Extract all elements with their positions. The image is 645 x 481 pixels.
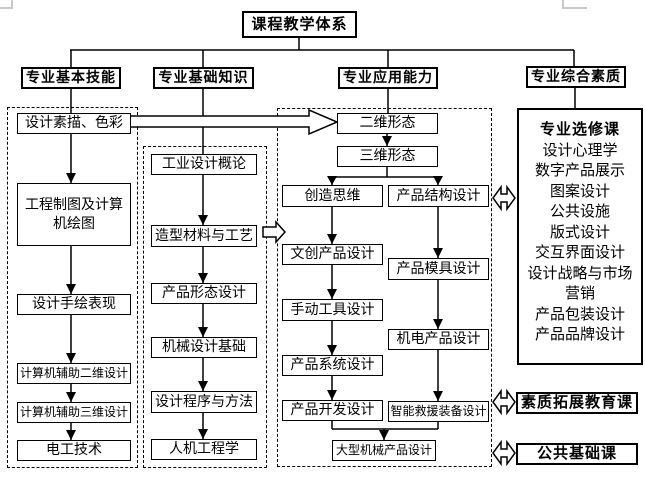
elective-item: 数字产品展示 xyxy=(534,161,625,179)
node-product-system-design: 产品系统设计 xyxy=(282,355,383,376)
node-cad-3d: 计算机辅助三维设计 xyxy=(17,402,131,423)
node-cad-2d: 计算机辅助二维设计 xyxy=(17,363,131,384)
node-hand-tool-design: 手动工具设计 xyxy=(282,299,383,321)
flow-arrow-knowledge-to-application xyxy=(262,220,287,244)
group-basic-skills-frame xyxy=(7,107,138,468)
elective-item: 图案设计 xyxy=(549,181,610,200)
elective-item: 产品包装设计 xyxy=(534,304,625,323)
crop-mark-top-right-h xyxy=(562,7,587,9)
node-mechatronic-product-design: 机电产品设计 xyxy=(388,329,489,350)
branch-basic-skills: 专业基本技能 xyxy=(21,67,121,89)
node-materials-craft: 造型材料与工艺 xyxy=(151,225,257,247)
node-3d-form: 三维形态 xyxy=(337,146,438,167)
elective-item: 公共设施 xyxy=(549,202,610,220)
node-2d-form: 二维形态 xyxy=(337,113,438,134)
node-cultural-product-design: 文创产品设计 xyxy=(282,244,383,265)
electives-panel: 专业选修课 设计心理学 数字产品展示 图案设计 公共设施 版式设计 交互界面设计… xyxy=(517,108,643,365)
node-quality-development-course: 素质拓展教育课 xyxy=(516,392,638,414)
tree-connectors xyxy=(70,38,576,154)
crop-mark-top-left-h xyxy=(0,7,13,9)
node-public-basic-course: 公共基础课 xyxy=(516,443,638,465)
elective-item: 交互界面设计 xyxy=(534,243,625,261)
group-application-frame xyxy=(277,108,492,467)
elective-item: 产品品牌设计 xyxy=(534,325,625,343)
node-electrical-tech: 电工技术 xyxy=(17,440,131,461)
node-product-structure-design: 产品结构设计 xyxy=(388,185,489,207)
branch-comprehensive-quality: 专业综合素质 xyxy=(526,66,626,88)
root-node: 课程教学体系 xyxy=(242,11,357,38)
node-design-process-method: 设计程序与方法 xyxy=(151,391,257,413)
crop-mark-top-right-v xyxy=(562,0,564,8)
node-engineering-drawing: 工程制图及计算机绘图 xyxy=(17,183,131,246)
node-creative-thinking: 创造思维 xyxy=(282,185,383,207)
crop-mark-top-left-v xyxy=(11,0,13,8)
node-ergonomics: 人机工程学 xyxy=(151,439,257,460)
node-sketch-color: 设计素描、色彩 xyxy=(17,113,131,134)
elective-item: 版式设计 xyxy=(549,222,610,241)
node-hand-drawing: 设计手绘表现 xyxy=(17,294,131,315)
node-industrial-design-intro: 工业设计概论 xyxy=(151,154,257,175)
node-intelligent-rescue-equipment-design: 智能救援装备设计 xyxy=(388,401,489,422)
elective-item: 设计战略与市场 xyxy=(527,263,633,282)
node-product-mold-design: 产品模具设计 xyxy=(388,258,489,280)
group-basic-knowledge-frame xyxy=(143,146,267,468)
node-large-machinery-product-design: 大型机械产品设计 xyxy=(332,440,436,461)
elective-item: 设计心理学 xyxy=(542,140,618,159)
exchange-arrow-electives xyxy=(492,184,516,212)
node-product-development-design: 产品开发设计 xyxy=(282,400,383,421)
exchange-arrow-quality-course xyxy=(492,388,516,416)
node-mechanical-design-basics: 机械设计基础 xyxy=(151,337,257,358)
node-product-form-design: 产品形态设计 xyxy=(151,283,257,304)
elective-item: 营销 xyxy=(564,284,595,302)
branch-application-ability: 专业应用能力 xyxy=(338,67,438,89)
flow-arrow-sketch-to-2d xyxy=(129,108,339,136)
exchange-arrow-public-course xyxy=(492,439,516,467)
electives-title: 专业选修课 xyxy=(539,120,620,138)
branch-basic-knowledge: 专业基础知识 xyxy=(153,67,254,89)
